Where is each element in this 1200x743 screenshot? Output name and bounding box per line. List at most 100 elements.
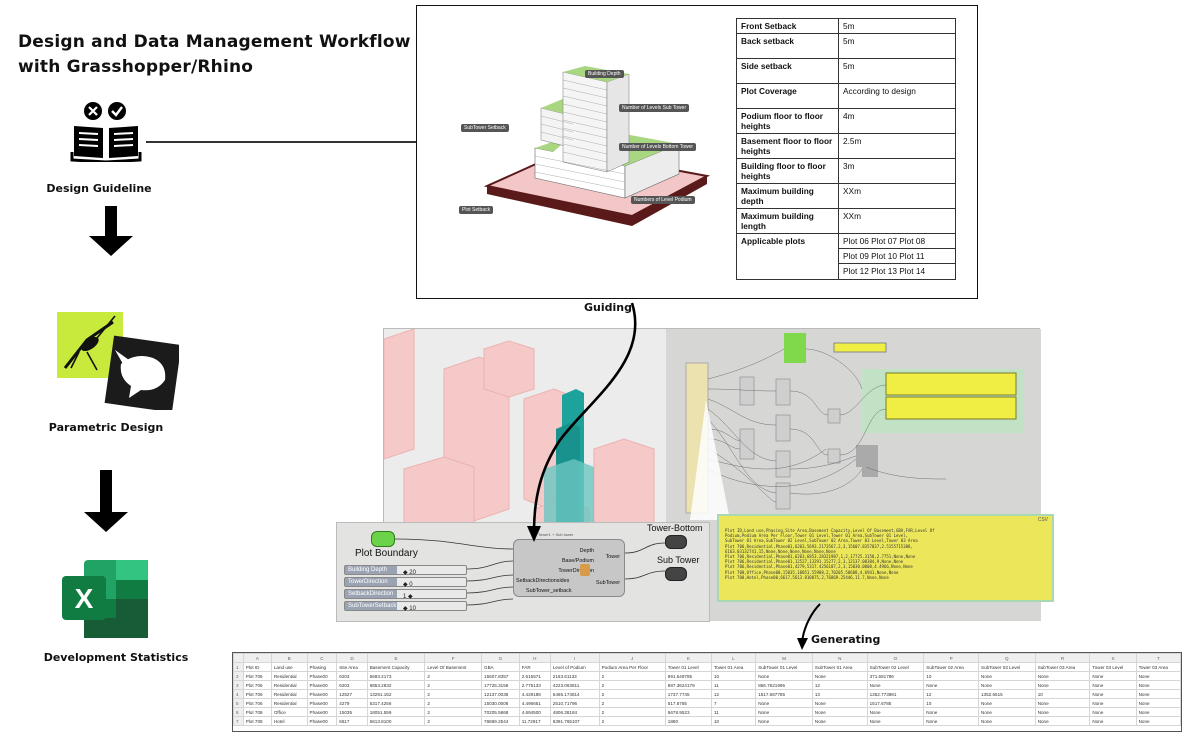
column-letter[interactable]: N — [811, 653, 868, 663]
tower-bottom-param[interactable] — [665, 535, 687, 549]
table-cell[interactable]: 6203 — [336, 680, 368, 690]
column-letter[interactable]: A — [242, 653, 272, 663]
table-cell[interactable]: None — [866, 716, 925, 726]
column-letter[interactable]: O — [866, 653, 925, 663]
row-number[interactable]: 2 — [233, 671, 244, 681]
table-cell[interactable]: 856.7621995 — [755, 680, 813, 690]
table-cell[interactable]: Phase00 — [306, 671, 338, 681]
column-letter[interactable]: T — [1135, 653, 1181, 663]
table-cell[interactable]: 2 — [424, 716, 483, 726]
table-cell[interactable]: 6203 — [336, 671, 368, 681]
table-cell[interactable]: None — [978, 698, 1036, 708]
table-cell[interactable]: 1517.687785 — [755, 689, 813, 699]
header-cell[interactable]: Phasing — [306, 662, 338, 672]
column-letter[interactable]: C — [306, 653, 338, 663]
table-cell[interactable]: 5317.4256 — [366, 698, 426, 708]
table-cell[interactable]: 2 — [424, 671, 483, 681]
table-cell[interactable]: Residential — [270, 671, 308, 681]
table-cell[interactable]: 2 — [424, 689, 483, 699]
table-cell[interactable]: 2 — [598, 707, 666, 717]
table-cell[interactable]: None — [755, 671, 813, 681]
table-cell[interactable]: None — [1135, 689, 1181, 699]
table-cell[interactable]: 2.515571 — [518, 671, 551, 681]
column-letter[interactable]: L — [710, 653, 757, 663]
table-cell[interactable]: None — [755, 707, 813, 717]
table-cell[interactable]: Plot 706 — [242, 698, 272, 708]
header-cell[interactable]: Tower 01 Area — [710, 662, 757, 672]
table-cell[interactable]: Plot 706 — [242, 680, 272, 690]
table-cell[interactable]: 12137.0038 — [481, 689, 520, 699]
column-letter[interactable]: R — [1034, 653, 1091, 663]
table-cell[interactable]: 5693.2173 — [366, 671, 426, 681]
table-cell[interactable]: 13291.152 — [366, 689, 426, 699]
table-cell[interactable]: None — [1089, 707, 1137, 717]
table-cell[interactable]: Office — [270, 707, 308, 717]
table-cell[interactable]: None — [755, 716, 813, 726]
table-cell[interactable]: 10 — [923, 671, 979, 681]
column-letter[interactable]: Q — [978, 653, 1036, 663]
table-cell[interactable]: 371.681786 — [866, 671, 925, 681]
table-cell[interactable]: 4806.38184 — [549, 707, 600, 717]
table-cell[interactable]: None — [811, 698, 868, 708]
table-cell[interactable]: None — [811, 671, 868, 681]
table-cell[interactable]: 10 — [1034, 689, 1091, 699]
table-cell[interactable]: 70205.5868 — [481, 707, 520, 717]
row-number[interactable]: 7 — [233, 716, 244, 726]
table-cell[interactable]: None — [1135, 698, 1181, 708]
header-cell[interactable]: GBA — [481, 662, 520, 672]
table-cell[interactable]: Phase00 — [306, 716, 338, 726]
header-cell[interactable]: FAR — [518, 662, 551, 672]
table-cell[interactable]: 2510.71796 — [549, 698, 600, 708]
table-cell[interactable]: 11 — [710, 680, 757, 690]
header-cell[interactable]: Basement Capacity — [366, 662, 426, 672]
table-cell[interactable]: Residential — [270, 680, 308, 690]
table-cell[interactable]: 18051.559 — [366, 707, 426, 717]
table-cell[interactable]: 2 — [598, 689, 666, 699]
table-cell[interactable]: None — [1034, 716, 1091, 726]
table-cell[interactable]: 2 — [424, 698, 483, 708]
table-cell[interactable]: 2 — [598, 698, 666, 708]
header-cell[interactable]: Tower 01 Level — [664, 662, 712, 672]
column-letter[interactable]: J — [598, 653, 666, 663]
column-letter[interactable]: H — [518, 653, 551, 663]
table-cell[interactable]: 12 — [811, 680, 868, 690]
table-cell[interactable]: 4223.063811 — [549, 680, 600, 690]
tower-component[interactable]: Tower1 + Sub tower Depth Base/Podium Tow… — [513, 532, 625, 597]
table-cell[interactable]: Hotel — [270, 716, 308, 726]
table-cell[interactable]: 2163.61133 — [549, 671, 600, 681]
header-cell[interactable]: SubTower 01 Level — [755, 662, 813, 672]
table-cell[interactable]: 2.775133 — [518, 680, 551, 690]
table-cell[interactable]: 4279 — [336, 698, 368, 708]
row-number[interactable]: 4 — [233, 689, 244, 699]
header-cell[interactable]: SubTower 02 Area — [923, 662, 979, 672]
column-letter[interactable]: I — [549, 653, 600, 663]
table-cell[interactable]: 4.496651 — [518, 698, 551, 708]
table-cell[interactable]: None — [923, 707, 979, 717]
table-cell[interactable]: None — [1089, 671, 1137, 681]
table-cell[interactable]: None — [866, 680, 925, 690]
table-cell[interactable]: 12 — [710, 689, 757, 699]
column-letter[interactable]: D — [336, 653, 368, 663]
header-cell[interactable]: SubTower 03 Level — [978, 662, 1036, 672]
table-cell[interactable]: None — [1135, 680, 1181, 690]
table-cell[interactable]: None — [1135, 671, 1181, 681]
sub-tower-param[interactable] — [665, 567, 687, 581]
table-cell[interactable]: Plot 706 — [242, 689, 272, 699]
row-number[interactable]: 5 — [233, 698, 244, 708]
table-cell[interactable]: 6391.765107 — [549, 716, 600, 726]
column-letter[interactable]: G — [481, 653, 520, 663]
table-cell[interactable]: 11 — [710, 707, 757, 717]
table-cell[interactable]: 15607.8357 — [481, 671, 520, 681]
table-cell[interactable]: 76869.2544 — [481, 716, 520, 726]
table-cell[interactable]: None — [1034, 707, 1091, 717]
table-cell[interactable]: Plot 708 — [242, 707, 272, 717]
table-cell[interactable]: 1880 — [664, 716, 712, 726]
table-cell[interactable]: 517.6785 — [664, 698, 712, 708]
slider-building-depth[interactable]: Building Depth◆ 20 — [344, 565, 467, 576]
slider-subtower-setback[interactable]: SubTowerSetback◆ 10 — [344, 601, 467, 612]
table-cell[interactable]: None — [866, 707, 925, 717]
table-cell[interactable]: 10 — [710, 716, 757, 726]
table-cell[interactable]: None — [1034, 698, 1091, 708]
table-cell[interactable]: 5613.8100 — [366, 716, 426, 726]
table-cell[interactable]: 5678.9523 — [664, 707, 712, 717]
